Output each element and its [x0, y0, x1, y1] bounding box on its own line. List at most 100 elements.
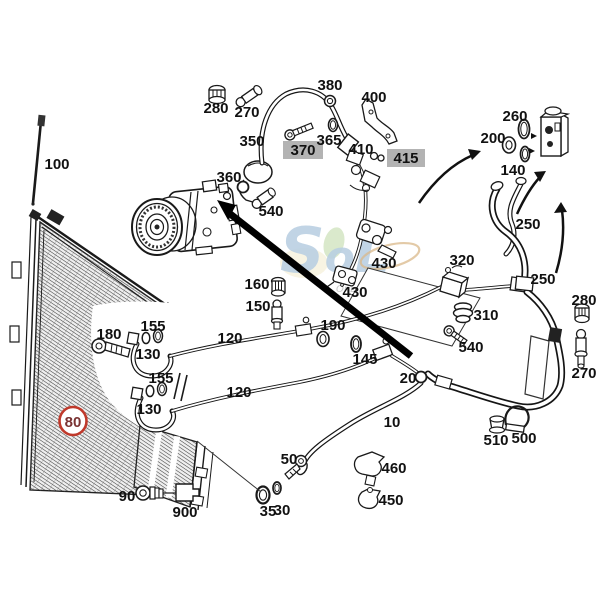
oring-20: [414, 370, 428, 384]
callout-100: 100: [44, 156, 69, 173]
callout-280-b: 280: [571, 292, 596, 309]
oring-360: [236, 180, 250, 194]
valve-540-left: [251, 187, 276, 209]
callout-labels: 100 280 270 380 350 370 365 400 410 415 …: [44, 77, 596, 521]
callout-90: 90: [119, 488, 136, 505]
washer-190: [316, 330, 330, 348]
grommet-310: [452, 302, 474, 324]
oring-140: [519, 145, 531, 163]
svg-text:415: 415: [393, 150, 418, 167]
callout-130-a: 130: [135, 346, 160, 363]
callout-900: 900: [172, 504, 197, 521]
callout-500: 500: [511, 430, 536, 447]
watermark-subtext: OnL: [336, 284, 356, 295]
callout-120-b: 120: [226, 384, 251, 401]
refrigerant-lines-drawing: [130, 150, 566, 476]
callout-190: 190: [320, 317, 345, 334]
callout-130-b: 130: [136, 401, 161, 418]
arrowhead-icon: [468, 149, 481, 160]
bracket-400: [361, 98, 398, 145]
bracket-430-lower: [323, 265, 358, 290]
valve-270-right: [574, 328, 588, 369]
leader-lines: [196, 200, 414, 493]
callout-270-a: 270: [234, 104, 259, 121]
valve-270-left: [235, 84, 263, 108]
clip-450: [357, 487, 381, 510]
clamp-500: [504, 405, 530, 433]
bolt-540-right: [443, 325, 468, 346]
bracket-410: [345, 149, 381, 193]
callout-365: 365: [316, 132, 341, 149]
pointer-arrowhead: [217, 200, 236, 220]
bolt-370: [284, 122, 314, 141]
callout-250-b: 250: [530, 271, 555, 288]
callout-50: 50: [281, 451, 298, 468]
callout-35: 35: [260, 503, 277, 520]
callout-145: 145: [352, 351, 377, 368]
bolt-50: [284, 454, 308, 480]
arrowhead-icon: [534, 171, 546, 182]
callout-430-b: 430: [342, 284, 367, 301]
callout-540-b: 540: [458, 339, 483, 356]
nut-510: [488, 415, 506, 434]
callout-270-b: 270: [571, 365, 596, 382]
expansion-valve-drawing: [529, 106, 571, 158]
callout-370-boxed: 370: [283, 141, 323, 159]
arrowhead-icon: [554, 202, 567, 213]
callout-160: 160: [244, 276, 269, 293]
svg-text:80: 80: [65, 414, 82, 431]
callout-260: 260: [502, 108, 527, 125]
callout-30: 30: [274, 502, 291, 519]
callout-320: 320: [449, 252, 474, 269]
callout-430-a: 430: [371, 255, 396, 272]
oring-30: [272, 481, 282, 495]
washer-200: [501, 136, 517, 154]
seal-35: [255, 485, 271, 505]
callout-155-b: 155: [148, 370, 173, 387]
callout-280-a: 280: [203, 100, 228, 117]
callout-410: 410: [348, 141, 373, 158]
flow-arrow-c: [554, 202, 567, 274]
cap-280-right: [574, 303, 590, 324]
callout-200: 200: [480, 130, 505, 147]
oring-260: [517, 118, 531, 140]
callout-140: 140: [500, 162, 525, 179]
connector-900: [163, 483, 200, 502]
svg-text:370: 370: [290, 142, 315, 159]
callout-380: 380: [317, 77, 342, 94]
clip-460: [353, 451, 386, 487]
callout-460: 460: [381, 460, 406, 477]
callout-310: 310: [473, 307, 498, 324]
valve-150: [270, 299, 284, 330]
callout-350: 350: [239, 133, 264, 150]
sensor-90: [135, 485, 164, 501]
dipstick-drawing: [31, 114, 46, 206]
callout-20: 20: [400, 370, 417, 387]
nut-380: [323, 94, 337, 108]
callout-450: 450: [378, 492, 403, 509]
callout-120-a: 120: [217, 330, 242, 347]
oring-365: [327, 117, 339, 133]
fitting-155-upper: [126, 328, 164, 346]
bracket-430-upper: [355, 218, 397, 259]
callout-250-a: 250: [515, 216, 540, 233]
flow-arrow-a: [417, 149, 481, 204]
callout-415-boxed: 415: [387, 149, 425, 167]
clip-415: [369, 151, 385, 162]
flow-arrow-b: [515, 171, 546, 215]
callout-80-circled: 80: [58, 405, 88, 437]
callout-150: 150: [245, 298, 270, 315]
callout-400: 400: [361, 89, 386, 106]
callout-10: 10: [384, 414, 401, 431]
callout-180: 180: [96, 326, 121, 343]
fitting-155-lower: [130, 381, 168, 401]
callout-510: 510: [483, 432, 508, 449]
cap-160: [270, 276, 286, 297]
junction-320: [439, 265, 470, 299]
oring-145: [350, 335, 362, 353]
callout-360: 360: [216, 169, 241, 186]
callout-540-a: 540: [258, 203, 283, 220]
bolt-180: [91, 338, 131, 358]
